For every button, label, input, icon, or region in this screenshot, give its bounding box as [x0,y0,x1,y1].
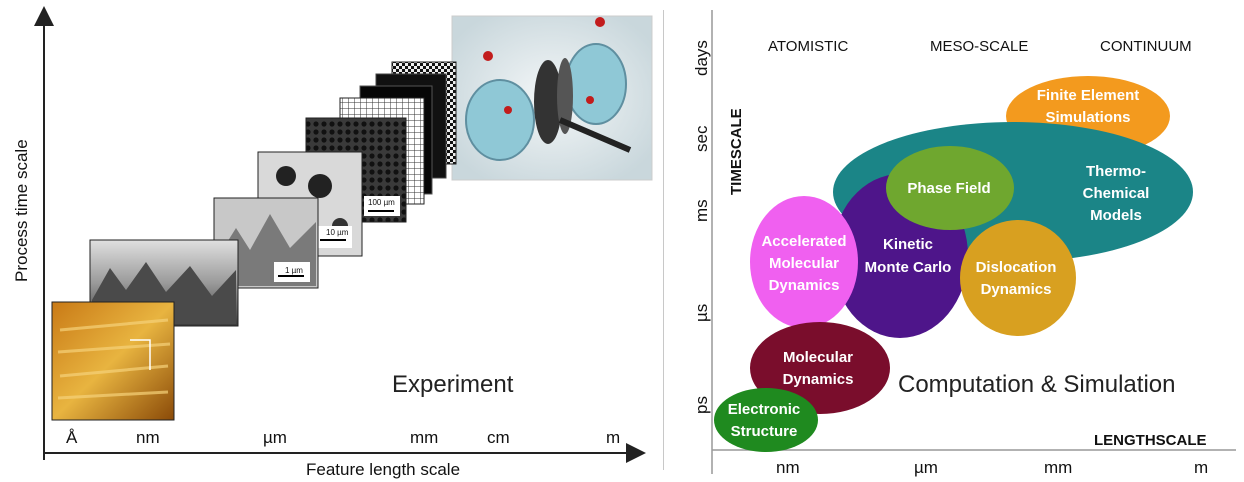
svg-text:Phase Field: Phase Field [907,180,990,197]
regime-continuum: CONTINUUM [1100,38,1192,55]
svg-text:Chemical: Chemical [1083,185,1150,202]
xtick-um: µm [914,458,938,477]
bubble-label-phase-field: Phase Field [907,180,990,197]
svg-text:Models: Models [1090,207,1142,224]
svg-text:Structure: Structure [731,423,798,440]
bubble-electronic-structure [714,388,818,452]
svg-text:Finite Element: Finite Element [1037,87,1140,104]
ytick-ps: ps [692,396,711,414]
x-axis-label: Feature length scale [306,460,461,479]
svg-text:Molecular: Molecular [783,349,853,366]
svg-text:Molecular: Molecular [769,255,839,272]
bubble-phase-field [886,146,1014,230]
regime-atomistic: ATOMISTIC [768,38,849,55]
bubble-dislocation-dynamics [960,220,1076,336]
tick-angstrom: Å [66,428,78,447]
tick-mm: mm [410,428,439,447]
svg-text:Dynamics: Dynamics [769,277,840,294]
xtick-mm: mm [1044,458,1073,477]
ytick-us: µs [692,303,711,322]
ytick-ms: ms [692,199,711,222]
svg-text:Simulations: Simulations [1045,109,1130,126]
svg-text:Dislocation: Dislocation [976,259,1057,276]
svg-text:Monte Carlo: Monte Carlo [865,259,952,276]
svg-text:Kinetic: Kinetic [883,236,933,253]
svg-text:Accelerated: Accelerated [761,233,846,250]
svg-text:Dynamics: Dynamics [981,281,1052,298]
svg-text:Electronic: Electronic [728,401,801,418]
afm-image [51,301,175,421]
tick-m: m [606,428,621,447]
xtick-m: m [1194,458,1209,477]
svg-text:Thermo-: Thermo- [1086,163,1146,180]
svg-text:Dynamics: Dynamics [783,371,854,388]
scale-bar-label-10um: 10 µm [326,228,349,237]
lengthscale-title: LENGTHSCALE [1094,432,1207,449]
xtick-nm: nm [776,458,800,477]
electrolyzer-cell-image [451,15,653,181]
bubble-accelerated-md [750,196,858,328]
experiment-panel: Process time scale Feature length scale … [12,6,653,479]
timescale-title: TIMESCALE [728,108,745,195]
panel-divider [663,10,664,470]
scale-bar-label-100um: 100 µm [368,198,395,207]
ytick-sec: sec [692,125,711,152]
tick-cm: cm [487,428,510,447]
regime-meso-scale: MESO-SCALE [930,38,1029,55]
experiment-caption: Experiment [392,371,514,398]
ytick-days: days [692,40,711,76]
tick-um: µm [263,428,287,447]
scale-bar-label-1um: 1 µm [285,266,303,275]
experiment-axes [34,6,653,463]
simulation-caption: Computation & Simulation [898,371,1176,398]
tick-nm: nm [136,428,160,447]
y-axis-label: Process time scale [12,139,31,282]
